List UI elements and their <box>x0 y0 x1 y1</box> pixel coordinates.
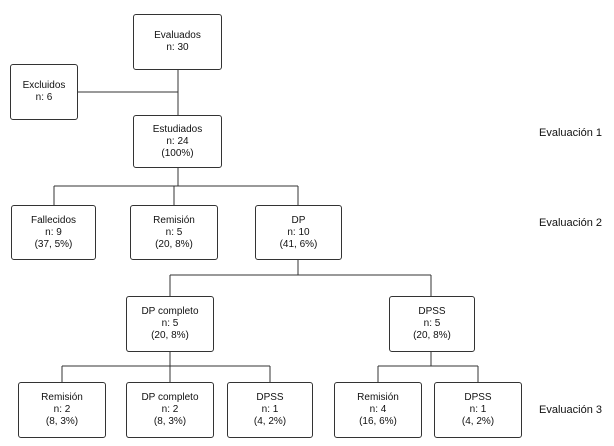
node-title: DP completo <box>141 306 199 317</box>
node-count: n: 9 <box>45 226 62 238</box>
node-count: n: 4 <box>369 404 387 415</box>
node-count: n: 1 <box>261 404 279 415</box>
stage-label-evaluacion-3: Evaluación 3 <box>539 404 602 416</box>
node-percent: (37, 5%) <box>34 238 73 250</box>
node-dpss: DPSS n: 5 (20, 8%) <box>389 296 475 352</box>
node-title: DP <box>291 214 306 226</box>
node-fallecidos: Fallecidos n: 9 (37, 5%) <box>11 205 96 260</box>
node-title: DP completo <box>141 392 199 403</box>
node-title: Estudiados <box>152 123 203 135</box>
node-title: Remisión <box>357 392 399 403</box>
node-count: n: 5 <box>165 226 183 238</box>
node-title: DPSS <box>464 392 492 403</box>
node-count: n: 5 <box>161 318 179 329</box>
node-dp-completo-2: DP completo n: 2 (8, 3%) <box>126 382 214 438</box>
node-percent: (16, 6%) <box>359 416 397 427</box>
node-remision-3: Remisión n: 4 (16, 6%) <box>334 382 422 438</box>
node-remision-1: Remisión n: 5 (20, 8%) <box>130 205 218 260</box>
node-percent: (100%) <box>161 147 194 159</box>
node-percent: (20, 8%) <box>155 238 193 250</box>
node-excluidos: Excluidos n: 6 <box>10 64 78 120</box>
node-dp-completo: DP completo n: 5 (20, 8%) <box>126 296 214 352</box>
node-count: n: 2 <box>161 404 179 415</box>
node-count: n: 10 <box>287 226 310 238</box>
node-dp: DP n: 10 (41, 6%) <box>255 205 342 260</box>
node-estudiados: Estudiados n: 24 (100%) <box>133 115 222 168</box>
node-title: Evaluados <box>154 30 201 41</box>
stage-label-evaluacion-2: Evaluación 2 <box>539 217 602 229</box>
node-count: n: 2 <box>53 404 71 415</box>
node-percent: (20, 8%) <box>413 330 451 341</box>
stage-label-evaluacion-1: Evaluación 1 <box>539 127 602 139</box>
node-title: DPSS <box>418 306 446 317</box>
node-title: DPSS <box>256 392 284 403</box>
node-title: Remisión <box>41 392 83 403</box>
node-dpss-2: DPSS n: 1 (4, 2%) <box>227 382 313 438</box>
node-percent: (8, 3%) <box>153 416 187 427</box>
node-count: n: 1 <box>469 404 487 415</box>
node-dpss-3: DPSS n: 1 (4, 2%) <box>434 382 522 438</box>
node-percent: (4, 2%) <box>461 416 495 427</box>
node-percent: (8, 3%) <box>45 416 79 427</box>
node-count: n: 30 <box>166 42 189 53</box>
node-percent: (41, 6%) <box>279 238 318 250</box>
node-count: n: 6 <box>35 92 53 103</box>
node-title: Remisión <box>153 214 195 226</box>
node-percent: (4, 2%) <box>253 416 287 427</box>
node-remision-2: Remisión n: 2 (8, 3%) <box>18 382 106 438</box>
node-evaluados: Evaluados n: 30 <box>133 14 222 70</box>
node-percent: (20, 8%) <box>151 330 189 341</box>
node-title: Fallecidos <box>30 214 77 226</box>
node-count: n: 5 <box>423 318 441 329</box>
node-title: Excluidos <box>22 80 66 91</box>
node-count: n: 24 <box>166 135 189 147</box>
